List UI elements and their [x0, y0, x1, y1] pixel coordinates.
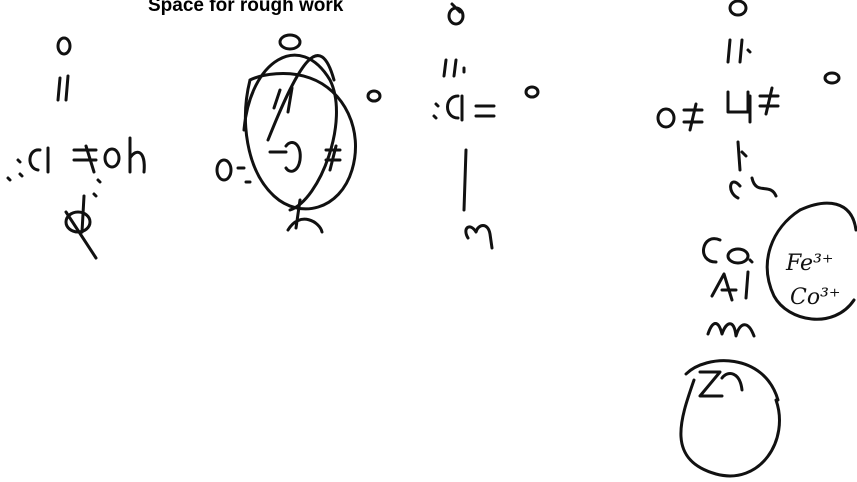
metal-list-sketch	[679, 237, 781, 478]
svg-text:Co³⁺: Co³⁺	[790, 285, 841, 310]
structure-2-sketch	[215, 33, 382, 234]
structure-3-sketch	[432, 2, 540, 250]
ions-circle-sketch: Fe³⁺ Co³⁺	[765, 201, 857, 321]
svg-text:Fe³⁺: Fe³⁺	[785, 251, 834, 276]
page-heading: Space for rough work	[148, 0, 344, 16]
structure-1-sketch	[6, 36, 146, 260]
structure-4-sketch	[656, 0, 841, 200]
